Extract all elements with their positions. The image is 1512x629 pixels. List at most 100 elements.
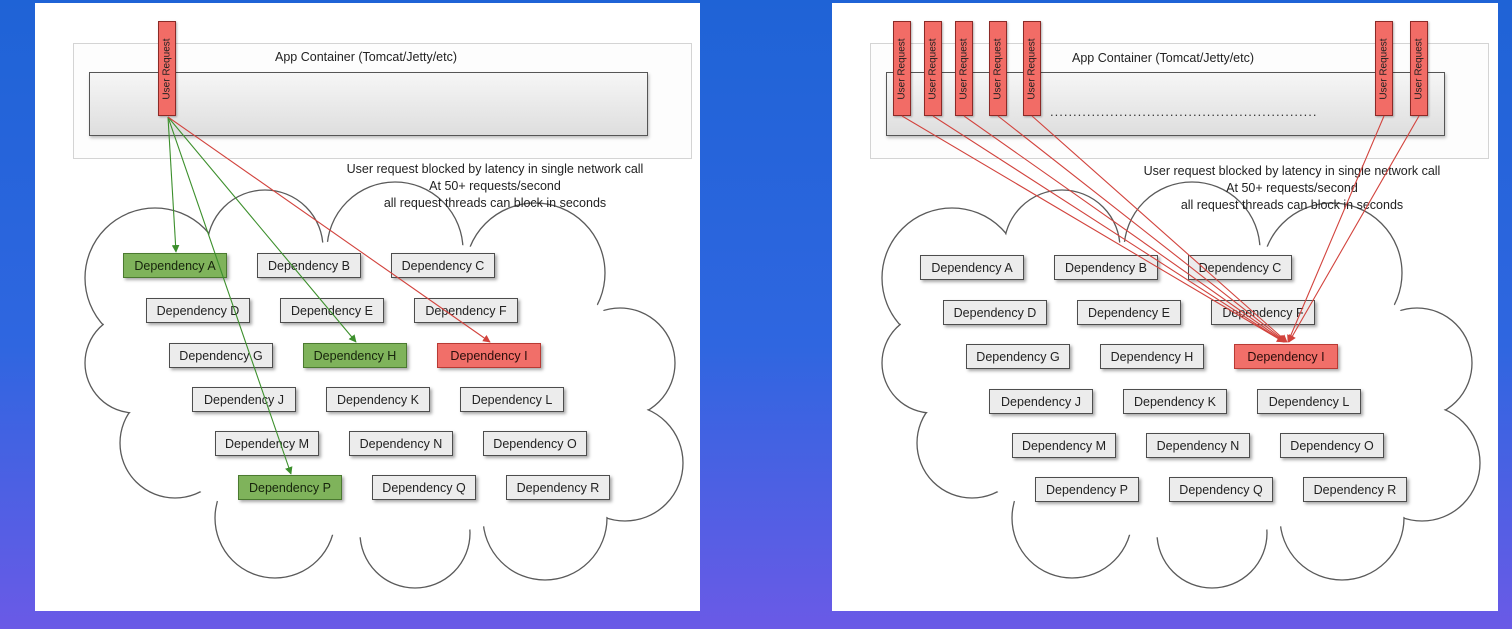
user-request-thread: User Request bbox=[989, 21, 1007, 116]
dependency-label: Dependency H bbox=[1110, 349, 1194, 364]
app-container-title: App Container (Tomcat/Jetty/etc) bbox=[1072, 51, 1255, 65]
dependency-label: Dependency D bbox=[156, 303, 240, 318]
caption-line-3: all request threads can block in seconds bbox=[383, 196, 607, 210]
dependency-d-box: Dependency D bbox=[943, 300, 1047, 325]
dependency-n-box: Dependency N bbox=[1146, 433, 1250, 458]
user-request-label: User Request bbox=[161, 37, 173, 100]
user-request-thread: User Request bbox=[955, 21, 973, 116]
dependency-a-box: Dependency A bbox=[123, 253, 227, 278]
dependency-j-box: Dependency J bbox=[192, 387, 296, 412]
dependency-n-box: Dependency N bbox=[349, 431, 453, 456]
user-request-label: User Request bbox=[1378, 37, 1390, 100]
dependency-h-box: Dependency H bbox=[303, 343, 407, 368]
dependency-b-box: Dependency B bbox=[1054, 255, 1158, 280]
dependency-label: Dependency C bbox=[1198, 260, 1282, 275]
right-diagram-panel: App Container (Tomcat/Jetty/etc) .......… bbox=[832, 3, 1498, 611]
dependency-label: Dependency E bbox=[290, 303, 373, 318]
dependency-e-box: Dependency E bbox=[1077, 300, 1181, 325]
dependency-label: Dependency N bbox=[359, 436, 443, 451]
user-request-label: User Request bbox=[1413, 37, 1425, 100]
user-request-label: User Request bbox=[927, 37, 939, 100]
dependency-f-box: Dependency F bbox=[1211, 300, 1315, 325]
dependency-label: Dependency Q bbox=[382, 480, 466, 495]
user-request-thread: User Request bbox=[1375, 21, 1393, 116]
user-request-thread: User Request bbox=[1410, 21, 1428, 116]
app-container-title: App Container (Tomcat/Jetty/etc) bbox=[275, 50, 458, 64]
dependency-k-box: Dependency K bbox=[326, 387, 430, 412]
user-request-thread: User Request bbox=[893, 21, 911, 116]
dependency-r-box: Dependency R bbox=[1303, 477, 1407, 502]
dependency-label: Dependency J bbox=[204, 392, 284, 407]
dependency-p-box: Dependency P bbox=[238, 475, 342, 500]
dependency-label: Dependency L bbox=[1268, 394, 1350, 409]
dependency-label: Dependency G bbox=[976, 349, 1060, 364]
user-request-label: User Request bbox=[896, 37, 908, 100]
dependency-l-box: Dependency L bbox=[1257, 389, 1361, 414]
dependency-c-box: Dependency C bbox=[391, 253, 495, 278]
dependency-label: Dependency Q bbox=[1179, 482, 1263, 497]
dependency-label: Dependency H bbox=[313, 348, 397, 363]
user-request-thread: User Request bbox=[1023, 21, 1041, 116]
dependency-label: Dependency A bbox=[134, 258, 216, 273]
more-threads-ellipsis: ........................................… bbox=[1050, 104, 1318, 119]
dependency-label: Dependency P bbox=[248, 480, 331, 495]
user-request-label: User Request bbox=[1026, 37, 1038, 100]
dependency-label: Dependency O bbox=[1290, 438, 1374, 453]
dependency-label: Dependency B bbox=[267, 258, 350, 273]
dependency-f-box: Dependency F bbox=[414, 298, 518, 323]
left-diagram-panel: App Container (Tomcat/Jetty/etc) User re… bbox=[35, 3, 700, 611]
dependency-q-box: Dependency Q bbox=[1169, 477, 1273, 502]
latency-caption: User request blocked by latency in singl… bbox=[1132, 163, 1452, 214]
dependency-cloud bbox=[881, 181, 1481, 589]
caption-line-2: At 50+ requests/second bbox=[429, 179, 561, 193]
latency-caption: User request blocked by latency in singl… bbox=[335, 161, 655, 212]
dependency-m-box: Dependency M bbox=[1012, 433, 1116, 458]
dependency-i-box: Dependency I bbox=[437, 343, 541, 368]
dependency-label: Dependency I bbox=[450, 348, 528, 363]
caption-line-1: User request blocked by latency in singl… bbox=[1143, 164, 1441, 178]
dependency-o-box: Dependency O bbox=[1280, 433, 1384, 458]
dependency-label: Dependency J bbox=[1001, 394, 1081, 409]
dependency-label: Dependency E bbox=[1087, 305, 1170, 320]
dependency-e-box: Dependency E bbox=[280, 298, 384, 323]
dependency-k-box: Dependency K bbox=[1123, 389, 1227, 414]
dependency-i-box: Dependency I bbox=[1234, 344, 1338, 369]
dependency-label: Dependency A bbox=[931, 260, 1013, 275]
dependency-d-box: Dependency D bbox=[146, 298, 250, 323]
dependency-label: Dependency O bbox=[493, 436, 577, 451]
dependency-label: Dependency M bbox=[224, 436, 310, 451]
dependency-label: Dependency R bbox=[516, 480, 600, 495]
dependency-b-box: Dependency B bbox=[257, 253, 361, 278]
dependency-label: Dependency N bbox=[1156, 438, 1240, 453]
dependency-label: Dependency F bbox=[1222, 305, 1304, 320]
user-request-thread: User Request bbox=[924, 21, 942, 116]
dependency-label: Dependency F bbox=[425, 303, 507, 318]
dependency-q-box: Dependency Q bbox=[372, 475, 476, 500]
dependency-c-box: Dependency C bbox=[1188, 255, 1292, 280]
dependency-p-box: Dependency P bbox=[1035, 477, 1139, 502]
dependency-label: Dependency C bbox=[401, 258, 485, 273]
dependency-l-box: Dependency L bbox=[460, 387, 564, 412]
dependency-label: Dependency K bbox=[336, 392, 419, 407]
caption-line-3: all request threads can block in seconds bbox=[1180, 198, 1404, 212]
dependency-m-box: Dependency M bbox=[215, 431, 319, 456]
dependency-label: Dependency L bbox=[471, 392, 553, 407]
user-request-label: User Request bbox=[958, 37, 970, 100]
caption-line-2: At 50+ requests/second bbox=[1226, 181, 1358, 195]
user-request-label: User Request bbox=[992, 37, 1004, 100]
watermark-text: @稀土掘金技术社区 bbox=[1330, 594, 1475, 611]
dependency-label: Dependency B bbox=[1064, 260, 1147, 275]
dependency-label: Dependency M bbox=[1021, 438, 1107, 453]
dependency-g-box: Dependency G bbox=[966, 344, 1070, 369]
dependency-label: Dependency P bbox=[1045, 482, 1128, 497]
user-request-thread: User Request bbox=[158, 21, 176, 116]
caption-line-1: User request blocked by latency in singl… bbox=[346, 162, 644, 176]
dependency-label: Dependency I bbox=[1247, 349, 1325, 364]
dependency-h-box: Dependency H bbox=[1100, 344, 1204, 369]
dependency-a-box: Dependency A bbox=[920, 255, 1024, 280]
dependency-label: Dependency K bbox=[1133, 394, 1216, 409]
dependency-r-box: Dependency R bbox=[506, 475, 610, 500]
dependency-label: Dependency G bbox=[179, 348, 263, 363]
dependency-label: Dependency D bbox=[953, 305, 1037, 320]
dependency-j-box: Dependency J bbox=[989, 389, 1093, 414]
